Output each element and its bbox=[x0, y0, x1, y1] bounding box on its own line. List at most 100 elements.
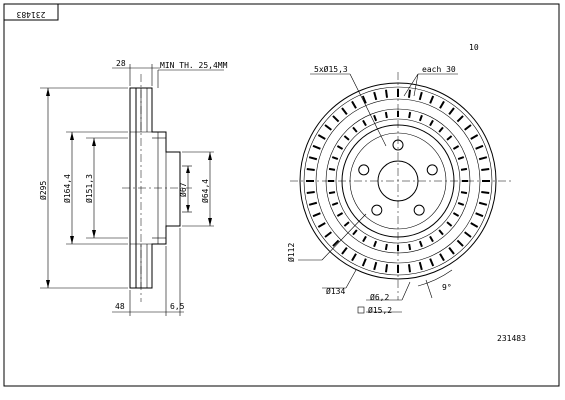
dim-center-diameter: Ø67 bbox=[178, 182, 188, 197]
vent-slot bbox=[448, 107, 455, 115]
vent-slot bbox=[306, 190, 315, 194]
vent-slot bbox=[470, 134, 479, 140]
vent-slot bbox=[312, 144, 321, 150]
vent-slot bbox=[308, 156, 318, 161]
vent-slot bbox=[481, 168, 490, 172]
bolt-hole bbox=[371, 204, 383, 216]
dim-diameter-134: Ø134 bbox=[326, 286, 345, 296]
vent-slot bbox=[373, 114, 378, 122]
vent-slot bbox=[439, 100, 445, 109]
vent-slot bbox=[452, 212, 460, 217]
vent-slot bbox=[429, 235, 434, 243]
dim-hat-thickness: 6,5 bbox=[170, 302, 185, 311]
vent-slot bbox=[460, 191, 468, 195]
dim-vent-angle: each 30 bbox=[422, 65, 456, 74]
bolt-holes bbox=[358, 139, 438, 216]
bolt-hole bbox=[392, 139, 404, 151]
vent-slot bbox=[343, 135, 350, 141]
vent-slot bbox=[352, 126, 358, 133]
vent-slot bbox=[408, 243, 412, 251]
vent-slot bbox=[470, 222, 479, 228]
vent-slot bbox=[341, 247, 348, 255]
reference-mark: 10 bbox=[469, 43, 479, 52]
vent-slot bbox=[361, 258, 367, 267]
vent-slot bbox=[429, 95, 435, 104]
dim-min-thickness: MIN TH. 25,4MM bbox=[160, 61, 228, 70]
vent-slot bbox=[464, 231, 472, 238]
vent-slot bbox=[324, 231, 332, 238]
vent-slot bbox=[361, 95, 367, 104]
vent-slot bbox=[312, 212, 321, 218]
dim-height: 48 bbox=[115, 302, 125, 311]
part-number: 231483 bbox=[497, 334, 526, 343]
dim-angle: 9° bbox=[442, 283, 452, 292]
vent-slot bbox=[438, 229, 444, 236]
mirrored-part-box bbox=[3, 3, 59, 21]
vent-slot bbox=[324, 124, 332, 131]
vent-slots-inner bbox=[328, 111, 468, 251]
vent-slot bbox=[385, 89, 389, 98]
vent-slot bbox=[385, 264, 389, 273]
vent-slot bbox=[418, 261, 423, 271]
dim-hat-diameter: Ø164,4 bbox=[62, 174, 72, 203]
drawing-border bbox=[3, 3, 560, 387]
vent-slot bbox=[343, 221, 350, 227]
vent-slot bbox=[332, 239, 340, 247]
bolt-hole bbox=[426, 164, 438, 176]
vent-slot bbox=[448, 247, 455, 255]
vent-slot bbox=[384, 111, 388, 119]
mirrored-part-number: 231483 bbox=[16, 10, 45, 19]
vent-slot bbox=[439, 253, 445, 262]
vent-slot bbox=[362, 235, 367, 243]
vent-slot bbox=[336, 145, 344, 150]
vent-slot bbox=[373, 261, 378, 271]
vent-slot bbox=[362, 119, 367, 127]
dim-bolt-holes: 5xØ15,3 bbox=[314, 64, 348, 74]
vent-slot bbox=[457, 201, 465, 206]
vent-slot bbox=[429, 119, 434, 127]
vent-slot bbox=[308, 201, 318, 206]
vent-slot bbox=[481, 190, 490, 194]
vent-slot bbox=[331, 156, 339, 161]
front-view: 5xØ15,3 each 30 Ø112 Ø134 Ø6,2 Ø15,2 9° bbox=[286, 64, 512, 315]
vent-slot bbox=[418, 240, 423, 248]
vent-slot bbox=[331, 201, 339, 206]
dim-bore-diameter: Ø151,3 bbox=[84, 174, 94, 203]
vent-slot bbox=[407, 89, 411, 98]
vent-slot bbox=[373, 91, 378, 101]
hole-square-symbol bbox=[357, 306, 365, 314]
vent-slots-outer bbox=[306, 89, 490, 273]
vent-slot bbox=[317, 222, 326, 228]
dim-hole-62: Ø6,2 bbox=[370, 292, 389, 302]
vent-slot bbox=[341, 107, 348, 115]
vent-slot bbox=[438, 126, 444, 133]
vent-slot bbox=[478, 156, 488, 161]
bolt-hole bbox=[358, 164, 370, 176]
vent-slot bbox=[373, 240, 378, 248]
vent-slot bbox=[328, 191, 336, 195]
vent-slot bbox=[446, 221, 453, 227]
vent-slot bbox=[336, 212, 344, 217]
vent-slot bbox=[475, 144, 484, 150]
vent-slot bbox=[460, 167, 468, 171]
dim-inner-diameter: Ø64,4 bbox=[200, 179, 210, 203]
vent-slot bbox=[475, 212, 484, 218]
vent-slot bbox=[478, 201, 488, 206]
vent-slot bbox=[328, 167, 336, 171]
vent-slot bbox=[464, 124, 472, 131]
vent-slot bbox=[352, 229, 358, 236]
vent-slot bbox=[456, 239, 464, 247]
vent-slot bbox=[407, 264, 411, 273]
vent-slot bbox=[446, 135, 453, 141]
dim-outer-diameter: Ø295 bbox=[38, 181, 48, 200]
dim-thickness: 28 bbox=[116, 59, 126, 68]
dim-pcd: Ø112 bbox=[286, 243, 296, 262]
vent-slot bbox=[418, 114, 423, 122]
vent-slot bbox=[452, 145, 460, 150]
vent-slot bbox=[408, 111, 412, 119]
section-view: Ø295 Ø164,4 Ø151,3 Ø67 bbox=[38, 59, 228, 316]
vent-slot bbox=[332, 115, 340, 123]
vent-slot bbox=[306, 168, 315, 172]
